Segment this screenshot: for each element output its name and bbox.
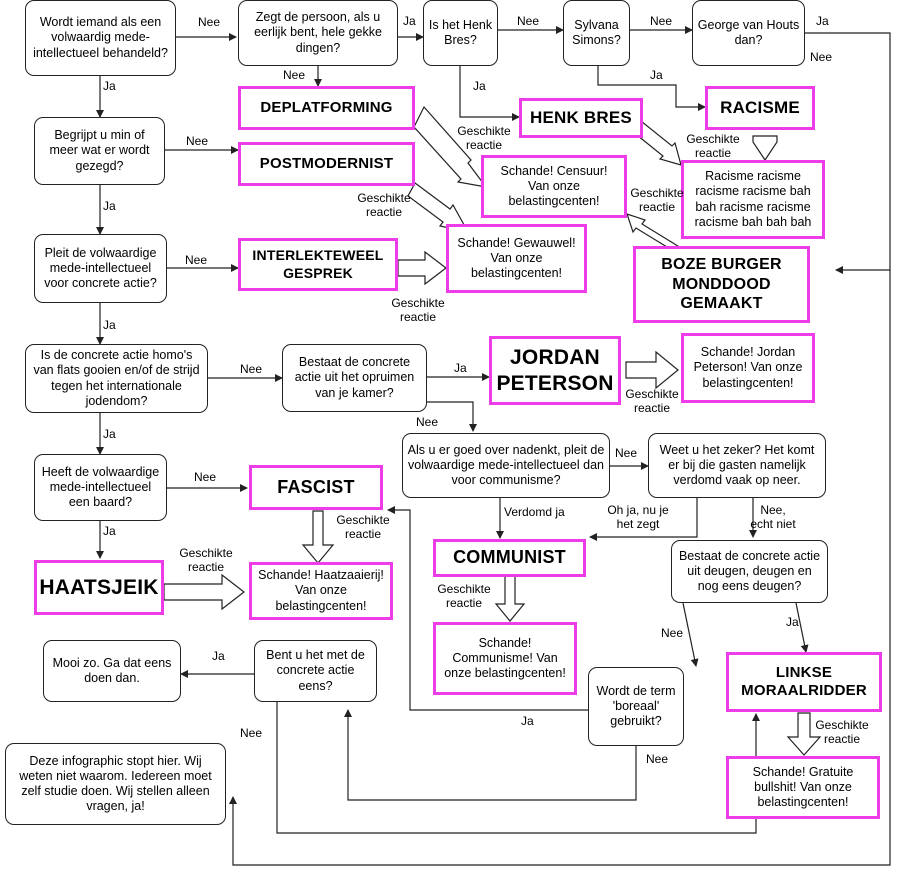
- question-henk-bres: Is het Henk Bres?: [423, 0, 498, 66]
- edge-label-geschikte-reactie: Geschikte reactie: [686, 132, 740, 160]
- edge-label-nee: Nee: [186, 134, 209, 148]
- edge-label-ja: Ja: [403, 14, 416, 28]
- edge-label-nee: Nee: [240, 362, 263, 376]
- label-communist: COMMUNIST: [433, 539, 586, 577]
- edge-label-nee: Nee: [517, 14, 540, 28]
- reactie-haatzaaierij: Schande! Haatzaaierij! Van onze belastin…: [249, 562, 393, 620]
- edge-label-ja: Ja: [103, 79, 116, 93]
- reactie-censuur: Schande! Censuur! Van onze belastingcent…: [481, 155, 627, 218]
- reactie-communisme: Schande! Communisme! Van onze belastingc…: [433, 622, 577, 695]
- edge-label-nee: Nee: [615, 446, 638, 460]
- question-george-van-houts: George van Houts dan?: [692, 0, 805, 66]
- result-stopt-hier: Deze infographic stopt hier. Wij weten n…: [5, 743, 226, 825]
- question-gekke-dingen: Zegt de persoon, als u eerlijk bent, hel…: [238, 0, 398, 66]
- edge-label-ja: Ja: [212, 649, 225, 663]
- edge-label-ja: Ja: [454, 361, 467, 375]
- edge-label-ja: Ja: [103, 427, 116, 441]
- edge-label-nee: Nee: [646, 752, 669, 766]
- question-pleit: Pleit de volwaardige mede-intellectueel …: [34, 234, 167, 303]
- edge-label-ja: Ja: [103, 318, 116, 332]
- question-communisme: Als u er goed over nadenkt, pleit de vol…: [402, 433, 610, 498]
- question-behandeld: Wordt iemand als een volwaardig mede-int…: [25, 0, 176, 76]
- label-linkse-moraalridder: LINKSE MORAALRIDDER: [726, 652, 882, 712]
- edge-label-geschikte-reactie: Geschikte reactie: [625, 387, 679, 415]
- label-haatsjeik: HAATSJEIK: [34, 560, 164, 615]
- edge-label-ja: Ja: [816, 14, 829, 28]
- edge-label-nee: Nee: [650, 14, 673, 28]
- edge-label-nee: Nee: [198, 15, 221, 29]
- edge-label-nee: Nee: [283, 68, 306, 82]
- question-zeker: Weet u het zeker? Het komt er bij die ga…: [648, 433, 826, 498]
- edge-label-nee: Nee: [661, 626, 684, 640]
- edge-label-ja: Ja: [786, 615, 799, 629]
- label-fascist: FASCIST: [249, 465, 383, 510]
- label-racisme: RACISME: [705, 86, 815, 130]
- reactie-racisme: Racisme racisme racisme racisme bah bah …: [681, 160, 825, 239]
- result-mooi-zo: Mooi zo. Ga dat eens doen dan.: [43, 640, 181, 702]
- edge-label-ja: Ja: [650, 68, 663, 82]
- edge-label-ja: Ja: [103, 524, 116, 538]
- edge-label-geschikte-reactie: Geschikte reactie: [815, 718, 869, 746]
- reactie-jordan: Schande! Jordan Peterson! Van onze belas…: [681, 333, 815, 403]
- label-henk-bres: HENK BRES: [519, 98, 643, 138]
- edge-label-geschikte-reactie: Geschikte reactie: [391, 296, 445, 324]
- question-boreaal: Wordt de term 'boreaal' gebruikt?: [588, 667, 684, 746]
- question-homos: Is de concrete actie homo's van flats go…: [25, 344, 208, 413]
- reactie-gratuite: Schande! Gratuite bullshit! Van onze bel…: [726, 756, 880, 819]
- question-kamer: Bestaat de concrete actie uit het opruim…: [282, 344, 427, 412]
- edge-label-geschikte-reactie: Geschikte reactie: [179, 546, 233, 574]
- question-sylvana-simons: Sylvana Simons?: [563, 0, 630, 66]
- label-deplatforming: DEPLATFORMING: [238, 86, 415, 130]
- edge-label-ja: Ja: [473, 79, 486, 93]
- edge-label-nee-echt-niet: Nee, echt niet: [750, 503, 796, 531]
- question-eens: Bent u het met de concrete actie eens?: [254, 640, 377, 702]
- edge-label-nee: Nee: [240, 726, 263, 740]
- edge-label-geschikte-reactie: Geschikte reactie: [336, 513, 390, 541]
- label-postmodernist: POSTMODERNIST: [238, 142, 415, 186]
- edge-label-ja: Ja: [103, 199, 116, 213]
- edge-label-geschikte-reactie: Geschikte reactie: [630, 186, 684, 214]
- edge-label-nee: Nee: [185, 253, 208, 267]
- edge-label-nee: Nee: [416, 415, 439, 429]
- reactie-gewauwel: Schande! Gewauwel! Van onze belastingcen…: [446, 224, 587, 293]
- edge-label-nee: Nee: [810, 50, 833, 64]
- question-begrijpt: Begrijpt u min of meer wat er wordt geze…: [34, 117, 165, 185]
- label-boze-burger: BOZE BURGER MONDDOOD GEMAAKT: [633, 246, 810, 323]
- question-baard: Heeft de volwaardige mede-intellectueel …: [34, 454, 167, 521]
- edge-label-geschikte-reactie: Geschikte reactie: [357, 191, 411, 219]
- edge-label-geschikte-reactie: Geschikte reactie: [457, 124, 511, 152]
- edge-label-oh-ja: Oh ja, nu je het zegt: [607, 503, 669, 531]
- edge-label-verdomd-ja: Verdomd ja: [504, 505, 565, 519]
- question-deugen: Bestaat de concrete actie uit deugen, de…: [671, 540, 828, 603]
- edge-label-geschikte-reactie: Geschikte reactie: [437, 582, 491, 610]
- edge-label-ja: Ja: [521, 714, 534, 728]
- label-jordan-peterson: JORDAN PETERSON: [489, 336, 621, 405]
- label-interlekteweel: INTERLEKTEWEEL GESPREK: [238, 238, 398, 291]
- edge-label-nee: Nee: [194, 470, 217, 484]
